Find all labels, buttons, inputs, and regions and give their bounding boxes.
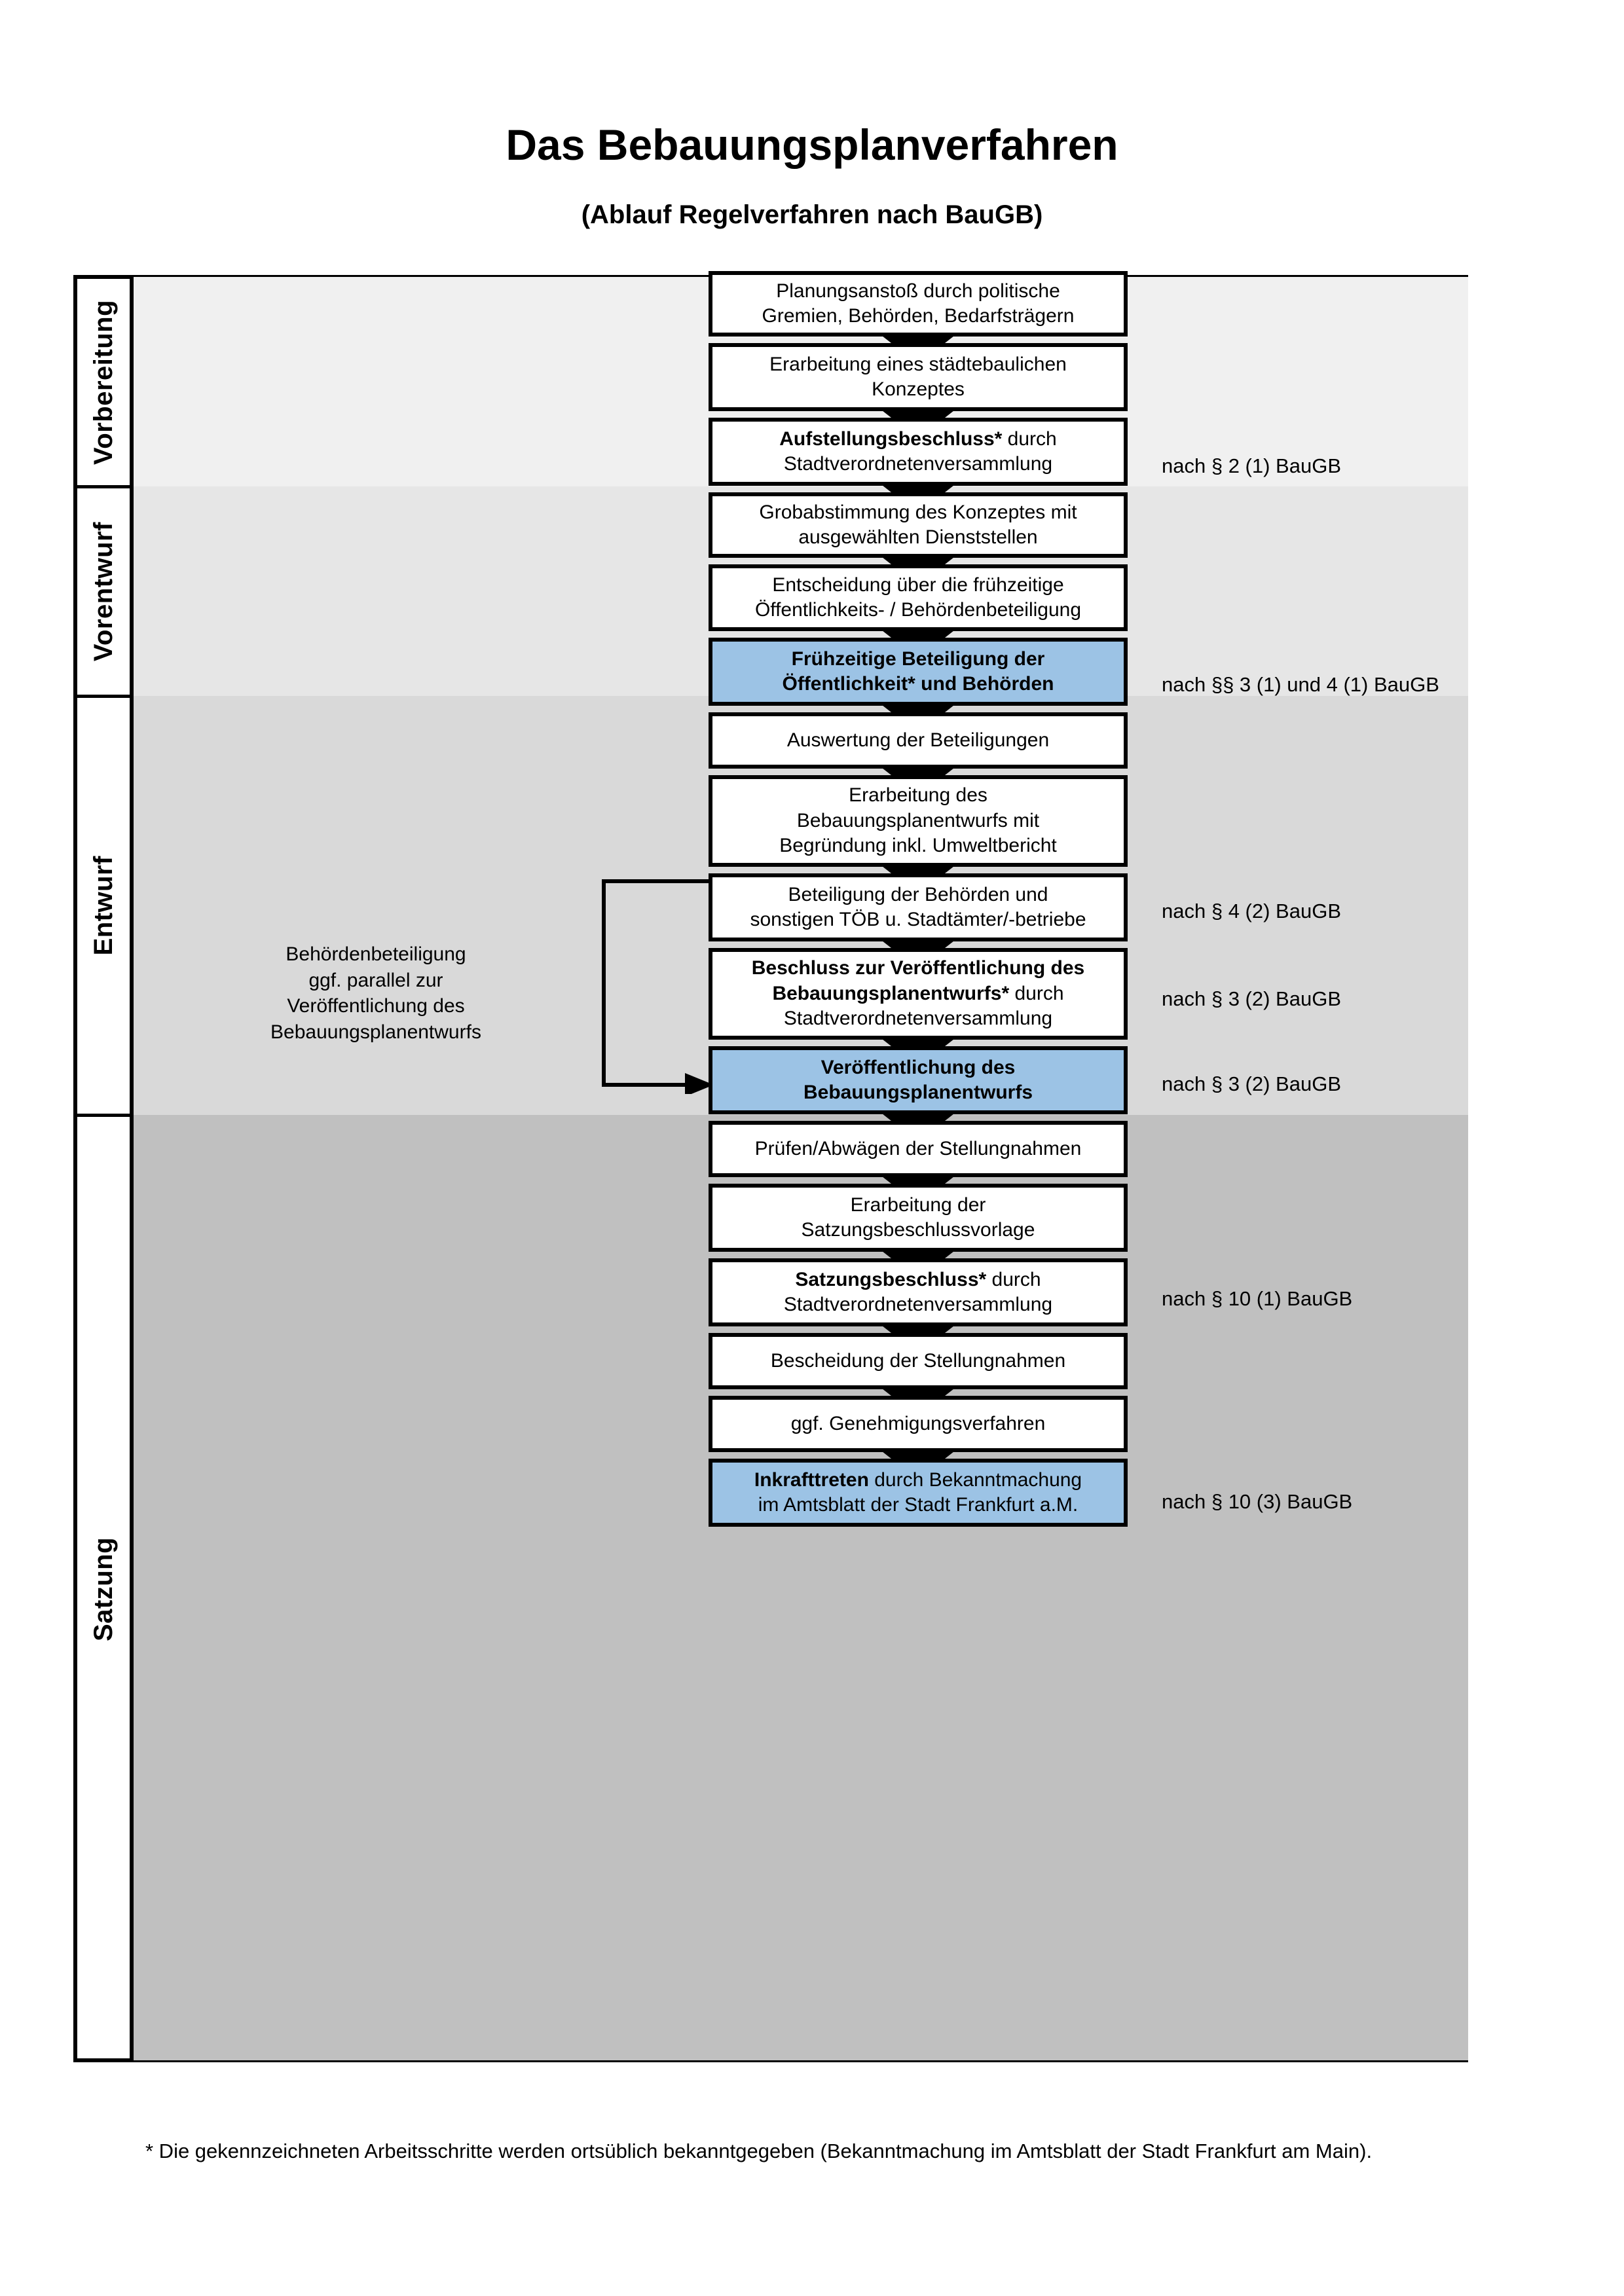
legal-reference-ref-par10-3: nach § 10 (3) BauGB [1162,1490,1353,1513]
legal-reference-ref-par10-1: nach § 10 (1) BauGB [1162,1287,1353,1310]
side-note-line: Behördenbeteiligung [286,943,466,965]
side-note-line: ggf. parallel zur [308,969,443,991]
legal-reference-ref-par3-4-1: nach §§ 3 (1) und 4 (1) BauGB [1162,673,1439,696]
legal-reference-ref-par3-2a: nach § 3 (2) BauGB [1162,987,1341,1010]
page-subtitle: (Ablauf Regelverfahren nach BauGB) [581,200,1043,229]
phase-label-text: Satzung [88,1537,118,1642]
parallel-process-connector [585,878,716,1097]
process-box-text: Auswertung der Beteiligungen [786,729,1050,751]
side-note-line: Bebauungsplanentwurfs [270,1021,481,1043]
process-box-text: Bescheidung der Stellungnahmen [770,1349,1066,1372]
process-box-text: Prüfen/Abwägen der Stellungnahmen [754,1137,1082,1159]
phase-band-satzung [134,1115,1468,2060]
phase-label-satzung: Satzung [77,1117,130,2062]
process-box-bescheidung-stellungnahmen[interactable]: Bescheidung der Stellungnahmen [709,1333,1128,1389]
phase-label-text: Vorentwurf [88,521,118,662]
process-box-auswertung-beteiligungen[interactable]: Auswertung der Beteiligungen [709,712,1128,769]
process-box-genehmigungsverfahren[interactable]: ggf. Genehmigungsverfahren [709,1396,1128,1452]
process-box-pruefen-abwaegen[interactable]: Prüfen/Abwägen der Stellungnahmen [709,1121,1128,1177]
footnote: * Die gekennzeichneten Arbeitsschritte w… [145,2140,1373,2162]
legal-reference-ref-par2-1: nach § 2 (1) BauGB [1162,454,1341,477]
phase-label-entwurf: Entwurf [77,698,130,1117]
phase-label-text: Vorbereitung [88,299,118,465]
side-note-line: Veröffentlichung des [287,995,465,1017]
legal-reference-ref-par3-2b: nach § 3 (2) BauGB [1162,1072,1341,1095]
page-title: Das Bebauungsplanverfahren [506,120,1118,169]
process-box-text: ggf. Genehmigungsverfahren [790,1412,1046,1434]
legal-reference-ref-par4-2: nach § 4 (2) BauGB [1162,900,1341,922]
document-header: Das Bebauungsplanverfahren (Ablauf Regel… [0,0,1624,229]
phase-label-vorentwurf: Vorentwurf [77,488,130,698]
phase-label-vorbereitung: Vorbereitung [77,279,130,488]
phase-label-text: Entwurf [88,856,118,956]
